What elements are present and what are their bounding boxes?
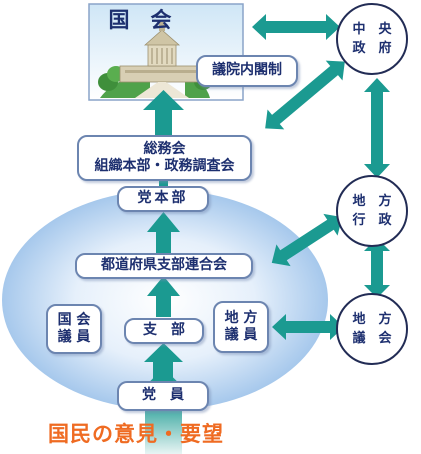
local-members-line2: 議 員 <box>224 327 258 343</box>
local-members-box: 地 方 議 員 <box>213 301 269 353</box>
double-arrow-chuo-chiho-gyosei <box>364 78 390 178</box>
local-administration-circle: 地 方 行 政 <box>336 175 408 247</box>
diet-members-line1: 国 会 <box>57 311 91 328</box>
double-arrow-chiho-giin-gikai <box>272 314 344 340</box>
citizens-voice-text: 国民の意見・要望 <box>48 420 224 446</box>
local-assembly-circle: 地 方 議 会 <box>336 293 408 365</box>
local-administration-line1: 地 方 <box>352 193 392 209</box>
local-members-line1: 地 方 <box>224 309 258 326</box>
local-assembly-line1: 地 方 <box>352 311 392 327</box>
double-arrows <box>252 14 390 340</box>
double-arrow-gyosei-gikai <box>364 238 390 298</box>
seimu-chosakai-label: 組織本部・政務調査会 <box>94 158 235 174</box>
central-government-line2: 政 府 <box>352 41 392 56</box>
arrow-rengokai-to-honbu <box>147 212 180 254</box>
double-arrow-somukai-chuo <box>265 60 345 130</box>
kokkai-system-label: 議院内閣制 <box>196 55 298 87</box>
diet-members-line2: 議 員 <box>57 329 91 345</box>
party-members-box: 党 員 <box>117 381 209 411</box>
central-government-line1: 中 央 <box>352 21 392 37</box>
diet-members-box: 国 会 議 員 <box>46 304 102 354</box>
local-assembly-line2: 議 会 <box>352 331 392 346</box>
party-hq-box: 党本部 <box>117 186 209 212</box>
double-arrow-rengokai-chiho-gyosei <box>271 213 343 267</box>
somukai-label: 総務会 <box>143 140 186 157</box>
arrow-somukai-to-kokkai <box>143 90 184 136</box>
kokkai-title: 国 会 <box>108 6 172 32</box>
local-administration-line2: 行 政 <box>352 213 392 228</box>
hierarchy-arrows <box>143 90 184 382</box>
central-government-circle: 中 央 政 府 <box>336 3 408 75</box>
prefectural-federation-box: 都道府県支部連合会 <box>75 253 253 279</box>
double-arrow-kokkai-chuo <box>252 14 340 40</box>
arrow-toin-to-shibu <box>144 343 183 382</box>
somukai-box: 総務会 組織本部・政務調査会 <box>77 135 252 181</box>
branch-box: 支 部 <box>124 318 204 344</box>
arrow-shibu-to-rengokai <box>147 276 180 317</box>
